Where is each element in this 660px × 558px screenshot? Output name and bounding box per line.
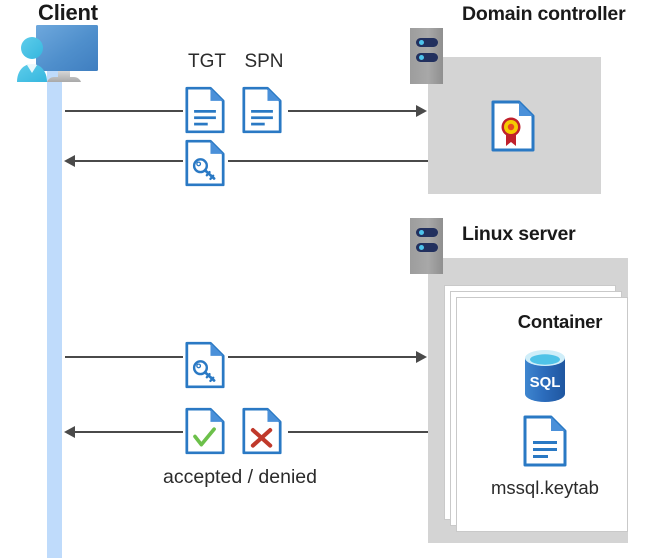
tgt-label: TGT	[188, 51, 226, 72]
key-document-icon	[185, 139, 225, 187]
arrow-line-present-b	[228, 356, 416, 358]
check-document-icon	[185, 407, 225, 455]
arrow-head-right-linux	[416, 351, 427, 363]
arrow-line-result-b	[288, 431, 428, 433]
sql-database-icon: SQL	[521, 349, 569, 403]
arrow-head-right-dc	[416, 105, 427, 117]
arrow-head-left-client-1	[64, 155, 75, 167]
arrow-line-tgt-spn-a	[65, 110, 183, 112]
container-title: Container	[517, 311, 603, 332]
cross-document-icon	[242, 407, 282, 455]
client-lifeline	[47, 66, 62, 558]
keytab-filename-label: mssql.keytab	[491, 477, 599, 498]
certificate-document-icon	[491, 100, 535, 152]
spn-label: SPN	[244, 51, 284, 72]
client-computer-user-icon	[8, 24, 104, 84]
arrow-line-ticket-b	[228, 160, 428, 162]
arrow-head-left-client-2	[64, 426, 75, 438]
accepted-denied-caption: accepted / denied	[163, 466, 317, 488]
client-title: Client	[38, 0, 98, 25]
domain-controller-title: Domain controller	[462, 3, 626, 25]
document-icon	[242, 86, 282, 134]
arrow-line-ticket-a	[75, 160, 183, 162]
arrow-line-present-a	[65, 356, 183, 358]
server-rack-icon	[410, 218, 443, 274]
server-rack-icon	[410, 28, 443, 84]
arrow-line-tgt-spn-b	[288, 110, 416, 112]
arrow-line-result-a	[75, 431, 183, 433]
linux-server-title: Linux server	[462, 223, 576, 245]
svg-text:SQL: SQL	[530, 374, 561, 391]
container-card-front	[456, 297, 628, 532]
key-document-icon	[185, 341, 225, 389]
document-icon	[185, 86, 225, 134]
document-icon	[523, 415, 567, 467]
